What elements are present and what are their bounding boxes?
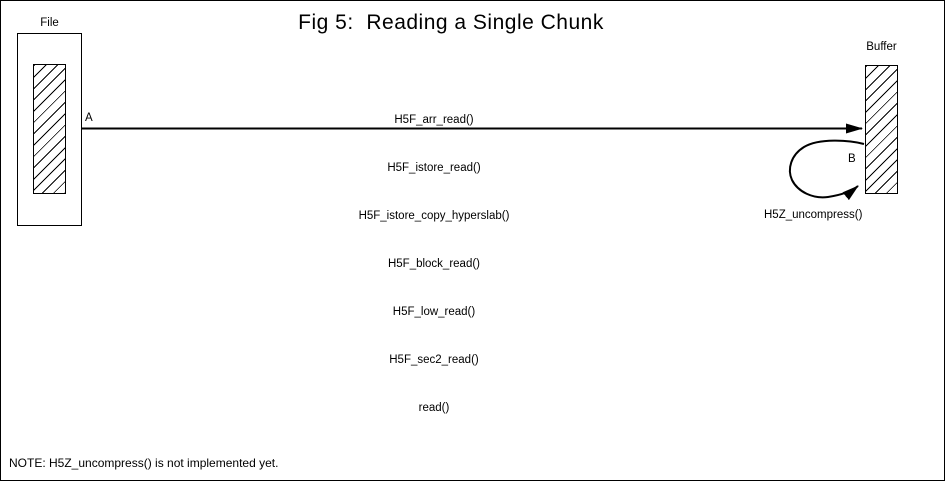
footnote: NOTE: H5Z_uncompress() is not implemente…: [9, 456, 279, 470]
figure-title: Fig 5: Reading a Single Chunk: [298, 11, 604, 34]
function-call-label: read(): [418, 402, 450, 414]
buffer-hatch: [865, 65, 898, 194]
call-stack-a: H5F_arr_read() H5F_istore_read() H5F_ist…: [284, 80, 584, 448]
file-label: File: [40, 17, 59, 29]
function-call-label: H5F_istore_copy_hyperslab(): [358, 210, 510, 222]
arrow-b-loop: [788, 139, 865, 201]
function-call-label: H5F_istore_read(): [387, 162, 481, 174]
arrow-a-label: A: [85, 112, 93, 124]
buffer-label: Buffer: [866, 41, 897, 53]
arrow-b-label: B: [848, 153, 856, 165]
function-call-label: H5F_sec2_read(): [389, 354, 479, 366]
function-call-label: H5F_arr_read(): [394, 114, 474, 126]
file-box: [17, 33, 82, 226]
function-call-label: H5F_block_read(): [387, 258, 481, 270]
file-chunk-hatch: [33, 64, 66, 194]
function-call-label: H5F_low_read(): [392, 306, 476, 318]
uncompress-function-label: H5Z_uncompress(): [764, 209, 863, 221]
